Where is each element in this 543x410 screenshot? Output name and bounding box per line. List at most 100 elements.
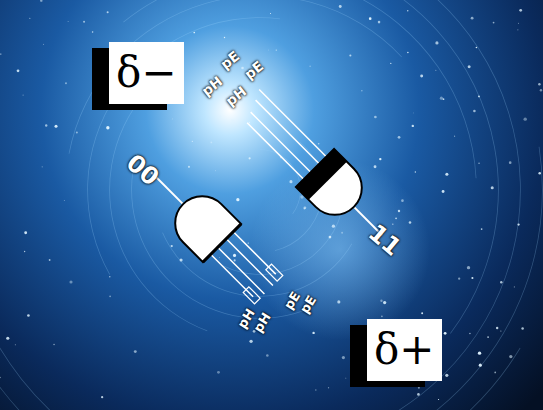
star: [538, 83, 540, 85]
star: [341, 232, 343, 234]
star: [63, 200, 65, 202]
star: [381, 316, 383, 318]
star: [418, 387, 420, 389]
star: [289, 180, 292, 183]
star: [53, 344, 55, 346]
star: [440, 97, 443, 100]
star: [509, 355, 512, 358]
star: [445, 374, 448, 377]
star: [519, 9, 522, 12]
star: [342, 356, 345, 359]
charge-symbol: δ+: [374, 329, 434, 371]
star: [360, 378, 362, 380]
star: [188, 166, 190, 168]
star: [395, 218, 397, 220]
star: [398, 136, 401, 139]
star: [171, 245, 173, 247]
star: [524, 117, 527, 120]
star: [468, 65, 471, 68]
star: [500, 330, 501, 331]
star: [217, 371, 220, 374]
star: [349, 54, 351, 56]
star: [249, 157, 251, 159]
star: [435, 69, 437, 71]
star: [337, 300, 340, 303]
star: [92, 31, 94, 33]
star: [234, 259, 236, 261]
star: [487, 336, 489, 338]
star: [40, 0, 42, 2]
star: [65, 82, 67, 84]
star: [478, 163, 479, 164]
swirl-stroke: [87, 17, 280, 275]
star: [17, 69, 20, 72]
star: [417, 393, 420, 396]
star: [438, 399, 439, 400]
star: [231, 119, 234, 122]
star: [83, 21, 85, 23]
star: [361, 90, 363, 92]
star: [249, 340, 252, 343]
star: [521, 327, 524, 330]
star: [101, 396, 103, 398]
star: [109, 296, 111, 298]
star: [0, 53, 2, 55]
star: [224, 128, 226, 130]
star: [42, 166, 43, 167]
star: [312, 332, 314, 334]
star: [106, 126, 109, 129]
star: [219, 257, 221, 259]
star: [478, 96, 480, 98]
star: [267, 49, 269, 51]
star: [514, 286, 515, 287]
star: [420, 75, 423, 78]
star: [27, 314, 30, 317]
star: [24, 251, 25, 252]
star: [517, 29, 518, 30]
swirl-stroke: [260, 149, 301, 214]
star: [107, 11, 109, 13]
star: [219, 115, 221, 117]
star: [445, 173, 448, 176]
star: [415, 171, 416, 172]
delta-plus-box: δ+: [367, 319, 442, 381]
star: [210, 141, 212, 143]
star: [518, 23, 519, 24]
star: [496, 327, 498, 329]
swirl-stroke: [0, 307, 520, 410]
star: [134, 350, 137, 353]
star: [0, 377, 1, 379]
star: [276, 49, 277, 50]
star: [6, 337, 9, 340]
star: [236, 198, 239, 201]
star: [315, 389, 317, 391]
star: [45, 124, 47, 126]
star: [409, 221, 412, 224]
star: [383, 301, 386, 304]
star: [339, 5, 342, 8]
star: [494, 372, 496, 374]
star: [491, 186, 494, 189]
star: [266, 354, 269, 357]
star-texture: [0, 0, 542, 400]
star: [49, 259, 51, 261]
star: [392, 223, 393, 224]
star: [374, 116, 377, 119]
star: [29, 18, 30, 19]
star: [412, 112, 414, 114]
star: [454, 136, 455, 137]
star: [304, 206, 307, 209]
star: [171, 118, 173, 120]
star: [444, 332, 447, 335]
star: [233, 254, 236, 257]
star: [473, 110, 476, 113]
swirl-stroke: [69, 0, 402, 154]
star: [471, 17, 474, 20]
star: [380, 300, 382, 302]
star: [15, 344, 16, 345]
star: [224, 37, 225, 38]
star: [345, 377, 347, 379]
star: [369, 17, 372, 20]
swirl-stroke: [131, 147, 543, 410]
